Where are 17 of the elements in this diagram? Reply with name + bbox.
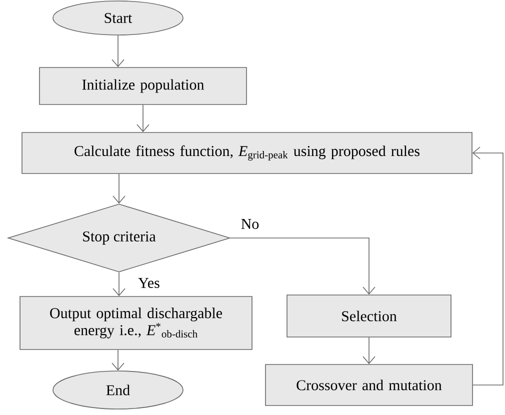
arrow [136,104,150,132]
edge-label: Yes [137,277,161,289]
process-box: Output optimal dischargable energy i.e., E$^{*}$ob-disch [20,296,252,350]
process-box: Initialize population [39,67,247,105]
arrow [230,238,376,295]
edge-label: No [240,218,260,230]
arrow [112,174,126,204]
process-box: Crossover and mutation [265,364,473,406]
arrow [112,272,126,296]
start-oval: Start [52,0,184,36]
process-box: Selection [286,294,452,338]
arrow [112,350,124,371]
arrow [362,337,376,364]
arrow [472,146,504,386]
arrow [112,35,124,68]
end-oval: End [52,370,184,410]
process-box: Calculate fitness function, E$_{grid-peak}$ using proposed rules [22,132,472,174]
